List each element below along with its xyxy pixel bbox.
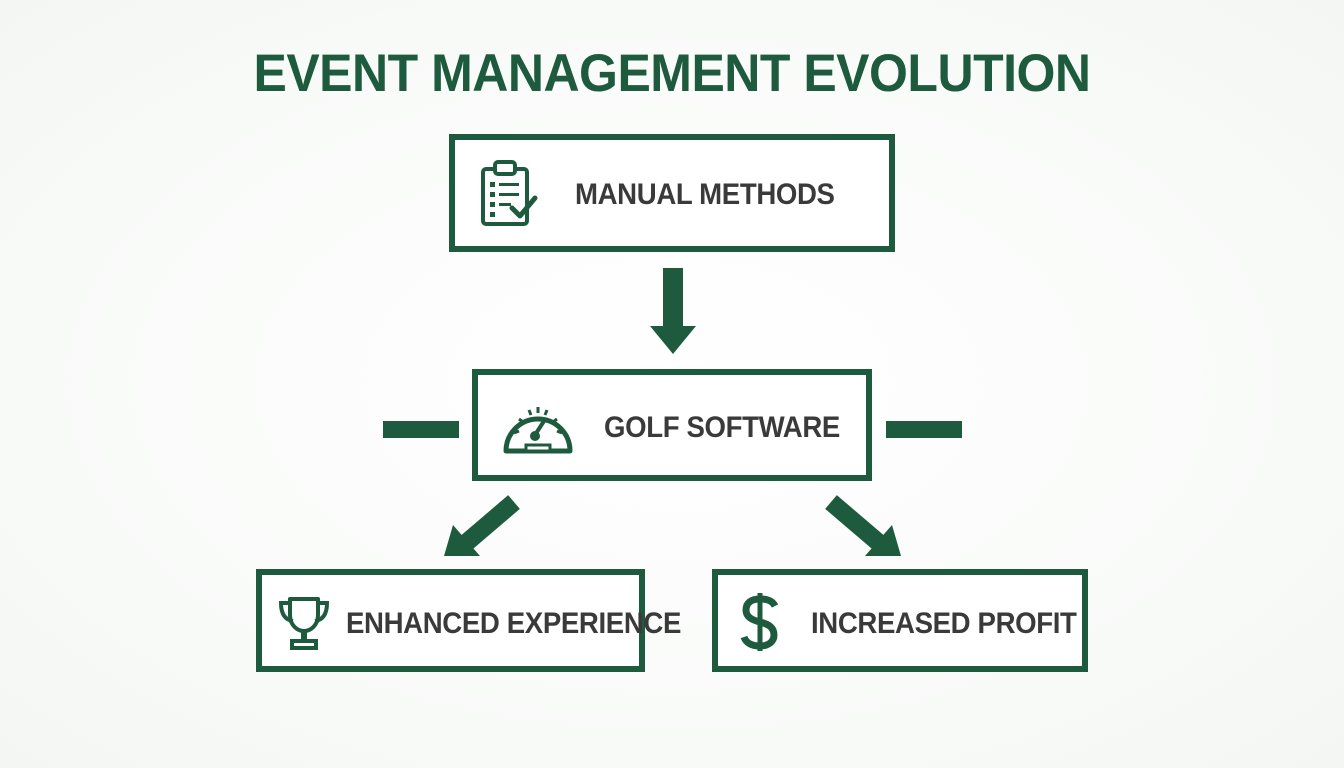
side-bar-left — [383, 421, 459, 438]
node-label-golf-software: GOLF SOFTWARE — [604, 411, 840, 444]
arrow-golf-to-profit — [825, 495, 901, 556]
node-label-increased-profit: INCREASED PROFIT — [811, 607, 1077, 640]
arrow-golf-to-enhanced — [444, 495, 520, 556]
node-increased-profit: INCREASED PROFIT — [712, 569, 1088, 672]
node-manual-methods: MANUAL METHODS — [449, 134, 895, 252]
node-label-enhanced-experience: ENHANCED EXPERIENCE — [346, 607, 682, 640]
node-enhanced-experience: ENHANCED EXPERIENCE — [256, 569, 681, 672]
dollar-sign-icon — [738, 589, 782, 660]
node-label-manual-methods: MANUAL METHODS — [575, 178, 835, 211]
clipboard-checklist-icon — [479, 158, 541, 235]
trophy-icon — [276, 593, 332, 658]
speedometer-icon — [498, 393, 578, 464]
side-bar-right — [886, 421, 962, 438]
node-golf-software: GOLF SOFTWARE — [472, 369, 872, 481]
arrow-manual-to-golf — [650, 268, 696, 354]
diagram-title: EVENT MANAGEMENT EVOLUTION — [253, 43, 1091, 103]
